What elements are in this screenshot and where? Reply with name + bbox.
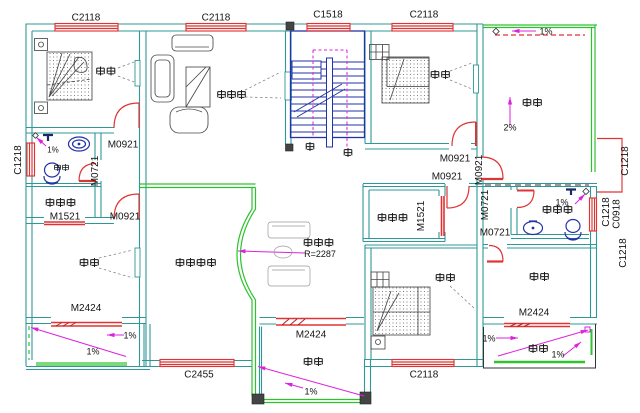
svg-text:C2118: C2118 bbox=[410, 10, 439, 21]
svg-text:1%: 1% bbox=[551, 350, 564, 360]
svg-text:M0721: M0721 bbox=[90, 155, 101, 186]
svg-text:C1518: C1518 bbox=[313, 10, 343, 21]
svg-text:2%: 2% bbox=[503, 123, 516, 133]
svg-text:M2424: M2424 bbox=[71, 303, 102, 314]
svg-text:M2424: M2424 bbox=[519, 308, 550, 319]
svg-text:C0918: C0918 bbox=[612, 199, 623, 229]
svg-text:R=2287: R=2287 bbox=[304, 249, 336, 259]
svg-text:C1218: C1218 bbox=[620, 146, 631, 176]
svg-text:M0921: M0921 bbox=[440, 154, 471, 165]
svg-text:1%: 1% bbox=[304, 387, 317, 397]
svg-text:M0721: M0721 bbox=[480, 228, 511, 239]
svg-text:M0921: M0921 bbox=[108, 140, 139, 151]
svg-text:C1218: C1218 bbox=[13, 145, 24, 175]
svg-text:C2118: C2118 bbox=[202, 13, 231, 24]
svg-text:M0921: M0921 bbox=[432, 172, 463, 183]
svg-text:M0921: M0921 bbox=[110, 212, 141, 223]
svg-text:1%: 1% bbox=[86, 347, 99, 357]
svg-text:M2424: M2424 bbox=[296, 330, 327, 341]
svg-text:1%: 1% bbox=[482, 334, 495, 344]
svg-text:1%: 1% bbox=[539, 27, 552, 37]
svg-text:1%: 1% bbox=[47, 146, 59, 155]
svg-text:C2455: C2455 bbox=[184, 370, 214, 381]
svg-text:M1521: M1521 bbox=[416, 200, 427, 231]
svg-text:M0921: M0921 bbox=[474, 154, 485, 185]
svg-text:C2118: C2118 bbox=[72, 13, 101, 24]
svg-text:C1218: C1218 bbox=[601, 197, 612, 227]
svg-text:C1218: C1218 bbox=[618, 238, 629, 268]
svg-text:C2118: C2118 bbox=[410, 370, 439, 381]
svg-text:M0721: M0721 bbox=[480, 189, 491, 220]
svg-text:1%: 1% bbox=[123, 331, 136, 341]
svg-text:1%: 1% bbox=[555, 198, 568, 208]
svg-text:M1521: M1521 bbox=[50, 212, 81, 223]
